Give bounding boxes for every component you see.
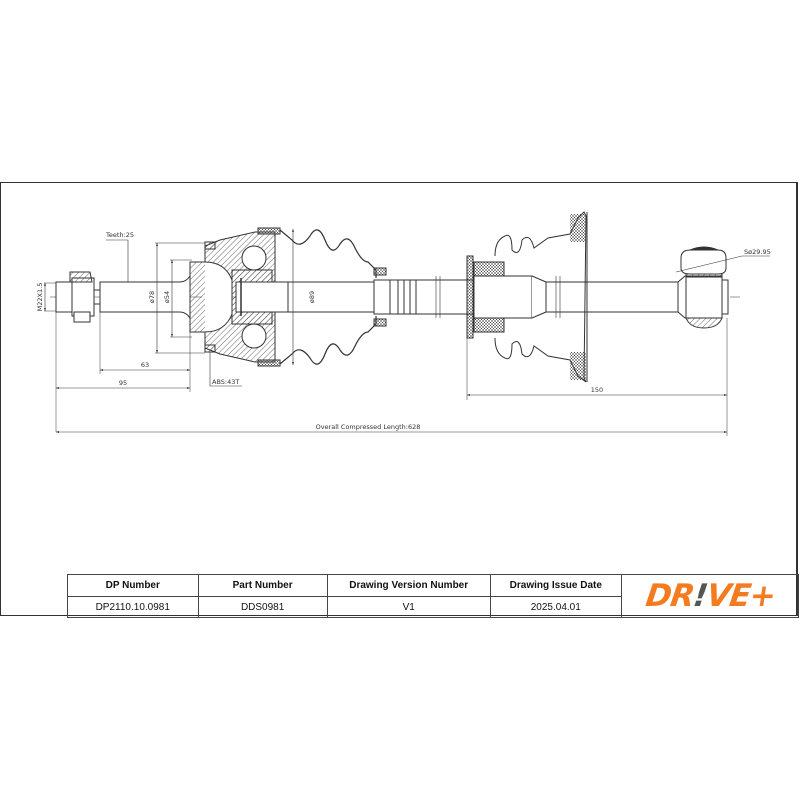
header-drawing-version: Drawing Version Number	[326, 574, 491, 597]
value-part-number: DDS0981	[197, 596, 328, 618]
value-issue-date: 2025.04.01	[489, 596, 622, 618]
logo-text-ve-plus: VE+	[703, 578, 777, 614]
header-part-number: Part Number	[197, 574, 328, 597]
title-block: DP Number Part Number Drawing Version Nu…	[67, 574, 800, 618]
value-drawing-version: V1	[326, 596, 491, 618]
dia-89-label: ø89	[308, 291, 316, 303]
header-issue-date: Drawing Issue Date	[489, 574, 622, 597]
sphere-label: Sø29.95	[744, 248, 771, 256]
header-dp-number: DP Number	[67, 574, 199, 597]
teeth-label: Teeth:25	[105, 231, 134, 239]
dim-95-label: 95	[119, 379, 127, 387]
dim-150-label: 150	[591, 386, 603, 394]
drive-shaft-drawing: Teeth:25 M22X1.5 ø78 ø54 ø89 63 95 ABS:4…	[36, 211, 771, 436]
title-block-value-row: DP2110.10.0981 DDS0981 V1 2025.04.01	[67, 596, 799, 618]
overall-length-label: Overall Compressed Length:628	[316, 423, 421, 431]
thread-label: M22X1.5	[36, 283, 44, 312]
dim-63-label: 63	[141, 361, 149, 369]
dia-78-label: ø78	[148, 291, 156, 303]
logo-cell: DR!VE+	[620, 574, 800, 618]
value-dp-number: DP2110.10.0981	[67, 596, 199, 618]
logo-text-dr: DR	[642, 578, 696, 614]
drive-plus-logo: DR!VE+	[622, 575, 798, 617]
title-block-header-row: DP Number Part Number Drawing Version Nu…	[67, 574, 800, 618]
abs-label: ABS:43T	[212, 378, 239, 386]
dia-54-label: ø54	[163, 291, 171, 303]
